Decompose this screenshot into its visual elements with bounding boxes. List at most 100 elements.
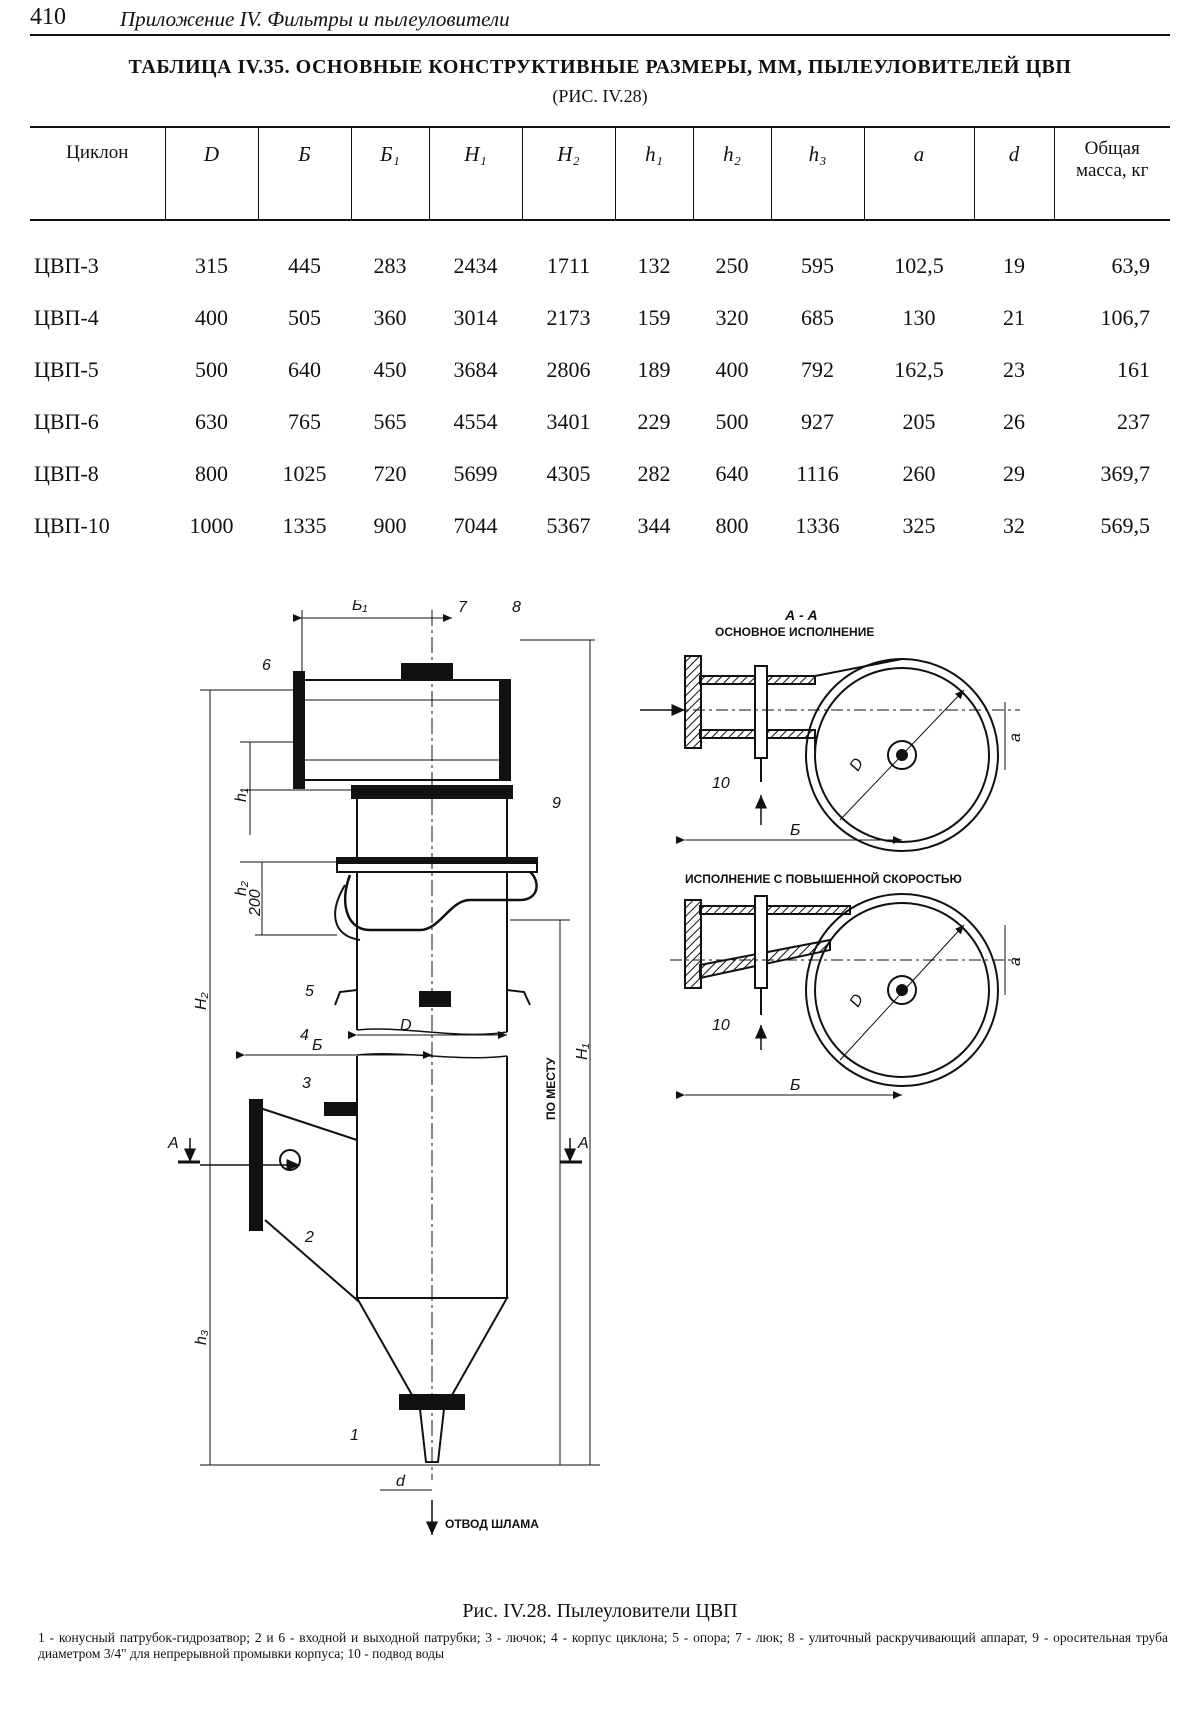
table-cell: 3014 [429,292,522,344]
table-cell: 630 [165,396,258,448]
callout-9: 9 [552,795,561,812]
outlet-scroll [302,680,507,780]
table-cell: 400 [693,344,771,396]
cyclone-side-view [178,610,600,1535]
table-cell: 130 [864,292,974,344]
inspection-hatch-3 [325,1103,355,1115]
table-cell: 505 [258,292,351,344]
table-cell: 250 [693,220,771,292]
table-cell: 1711 [522,220,615,292]
table-cell: 161 [1054,344,1170,396]
cut-mark-left: А [167,1135,179,1152]
header-H1: H₁ [429,127,522,220]
header-B: Б [258,127,351,220]
dim-h1: h₁ [233,788,250,802]
dim-H1: H₁ [574,1043,591,1060]
table-cell: 1335 [258,500,351,552]
header-h3: h₃ [771,127,864,220]
header-a: a [864,127,974,220]
table-cell: 237 [1054,396,1170,448]
callout-10-fast: 10 [712,1017,730,1034]
table-cell: 320 [693,292,771,344]
table-cell: 1025 [258,448,351,500]
cyclone-model-cell: ЦВП-4 [30,292,165,344]
header-cyclone: Циклон [30,127,165,220]
table-cell: 29 [974,448,1054,500]
dim-a-fast: a [1007,957,1024,966]
table-cell: 2434 [429,220,522,292]
table-cell: 1116 [771,448,864,500]
header-D: D [165,127,258,220]
table-cell: 283 [351,220,429,292]
dim-H2: H₂ [193,992,210,1010]
table-cell: 159 [615,292,693,344]
table-cell: 106,7 [1054,292,1170,344]
table-cell: 205 [864,396,974,448]
cyclone-model-cell: ЦВП-6 [30,396,165,448]
table-cell: 720 [351,448,429,500]
table-cell: 765 [258,396,351,448]
table-cell: 360 [351,292,429,344]
table-cell: 685 [771,292,864,344]
table-cell: 565 [351,396,429,448]
header-d: d [974,127,1054,220]
table-cell: 500 [693,396,771,448]
cyclone-drawing: А - А ОСНОВНОЕ ИСПОЛНЕНИЕ ИСПОЛНЕНИЕ С П… [0,600,1200,1580]
by-place-label: ПО МЕСТУ [544,1057,558,1120]
dim-D-basic: D [847,755,868,774]
dim-d: d [396,1473,406,1490]
table-title: ТАБЛИЦА IV.35. ОСНОВНЫЕ КОНСТРУКТИВНЫЕ Р… [30,56,1170,79]
callout-10-basic: 10 [712,775,730,792]
table-cell: 3401 [522,396,615,448]
table-cell: 260 [864,448,974,500]
table-cell: 900 [351,500,429,552]
table-cell: 229 [615,396,693,448]
table-cell: 189 [615,344,693,396]
callout-4: 4 [300,1027,309,1044]
dim-200: 200 [247,889,264,917]
dim-B-side: Б [312,1037,322,1054]
variant-basic-label: ОСНОВНОЕ ИСПОЛНЕНИЕ [715,625,874,639]
table-cell: 63,9 [1054,220,1170,292]
dim-B1: Б₁ [352,600,367,614]
table-cell: 927 [771,396,864,448]
variant-fast-label: ИСПОЛНЕНИЕ С ПОВЫШЕННОЙ СКОРОСТЬЮ [685,871,962,886]
cyclone-model-cell: ЦВП-10 [30,500,165,552]
table-cell: 1336 [771,500,864,552]
page-number: 410 [30,4,66,31]
table-cell: 5699 [429,448,522,500]
table-cell: 2173 [522,292,615,344]
dimensions-table: Циклон D Б Б₁ H₁ H₂ h₁ h₂ h₃ a d Общая м… [30,126,1170,552]
table-header-row: Циклон D Б Б₁ H₁ H₂ h₁ h₂ h₃ a d Общая м… [30,127,1170,220]
cyclone-model-cell: ЦВП-3 [30,220,165,292]
table-cell: 445 [258,220,351,292]
callout-5: 5 [305,983,314,1000]
table-subtitle: (РИС. IV.28) [30,86,1170,107]
section-fast-view [670,894,1020,1095]
table-cell: 7044 [429,500,522,552]
table-cell: 5367 [522,500,615,552]
callout-2: 2 [304,1229,314,1246]
cut-mark-right: А [577,1135,589,1152]
dim-a-basic: a [1007,733,1024,742]
table-cell: 325 [864,500,974,552]
callout-3: 3 [302,1075,311,1092]
dim-B-fast: Б [790,1077,800,1094]
outlet-flange [294,672,304,788]
figure-legend: 1 - конусный патрубок-гидрозатвор; 2 и 6… [38,1630,1168,1662]
header-mass: Общая масса, кг [1054,127,1170,220]
sludge-outlet-label: ОТВОД ШЛАМА [445,1517,539,1531]
callout-8: 8 [512,600,521,616]
table-cell: 4305 [522,448,615,500]
table-cell: 2806 [522,344,615,396]
section-basic-view [640,656,1020,851]
dim-D-side: D [400,1017,412,1034]
table-cell: 792 [771,344,864,396]
table-cell: 1000 [165,500,258,552]
page-header: 410 Приложение IV. Фильтры и пылеуловите… [30,4,1170,36]
dim-B-basic: Б [790,822,800,839]
table-cell: 800 [693,500,771,552]
table-row: ЦВП-331544528324341711132250595102,51963… [30,220,1170,292]
table-cell: 102,5 [864,220,974,292]
figure-caption: Рис. IV.28. Пылеуловители ЦВП [30,1600,1170,1623]
